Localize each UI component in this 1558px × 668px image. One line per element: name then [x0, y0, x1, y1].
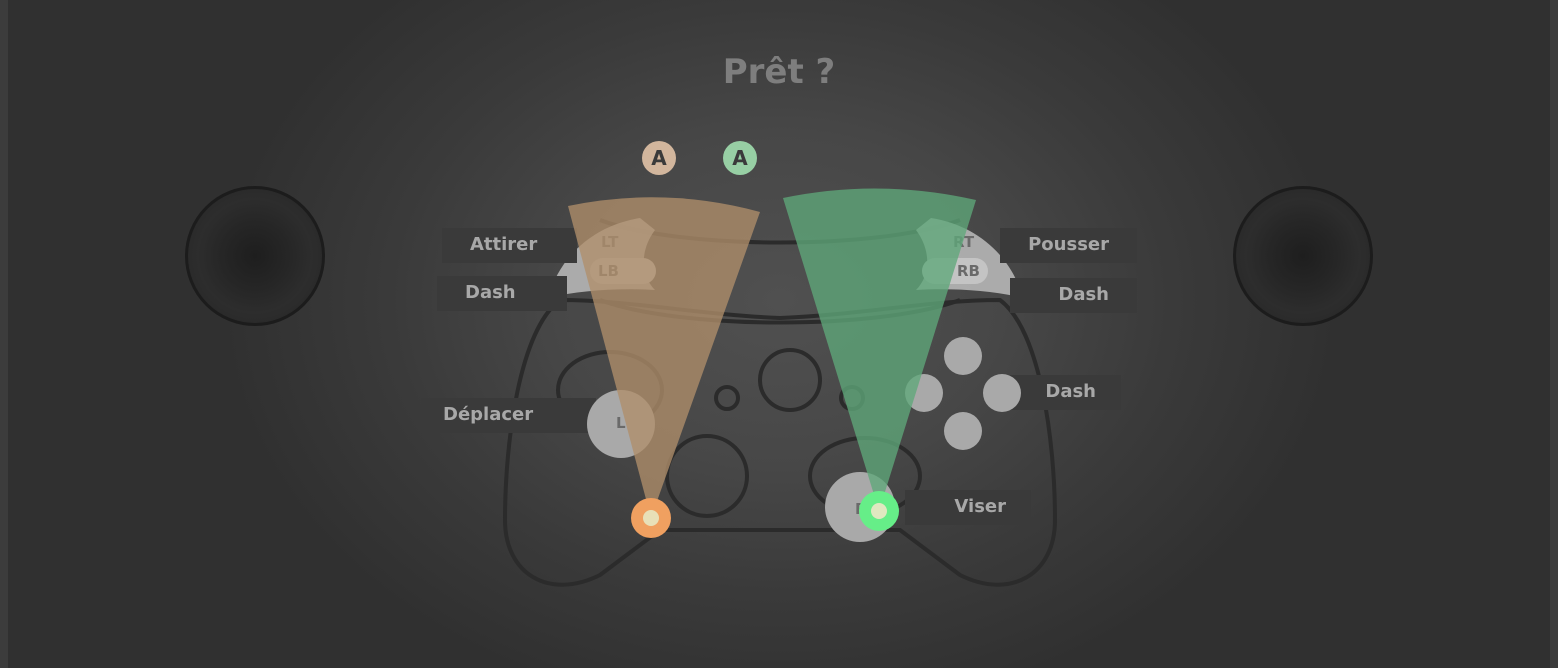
- right-edge: [1550, 0, 1558, 668]
- rb-button-label: RB: [957, 262, 980, 280]
- lb-action-label: Dash: [437, 276, 567, 311]
- face-button-right: [983, 374, 1021, 412]
- rt-action-label: Pousser: [1000, 228, 1137, 263]
- face-buttons-action-label: Dash: [1005, 375, 1121, 410]
- face-button-top: [944, 337, 982, 375]
- player2-a-button-icon: A: [723, 141, 757, 175]
- player2-aim-cone: [783, 188, 976, 511]
- right-stick-action-label: Viser: [905, 490, 1031, 525]
- ready-title: Prêt ?: [722, 52, 836, 92]
- lt-action-label: Attirer: [442, 228, 577, 263]
- player1-a-button-icon: A: [642, 141, 676, 175]
- left-speaker-icon: [185, 186, 325, 326]
- right-speaker-icon: [1233, 186, 1373, 326]
- rb-action-label: Dash: [1010, 278, 1137, 313]
- player1-aim-cone: [568, 197, 760, 518]
- left-edge: [0, 0, 8, 668]
- left-stick-action-label: Déplacer: [421, 398, 596, 433]
- left-stick-label: L: [616, 414, 626, 432]
- face-button-bottom: [944, 412, 982, 450]
